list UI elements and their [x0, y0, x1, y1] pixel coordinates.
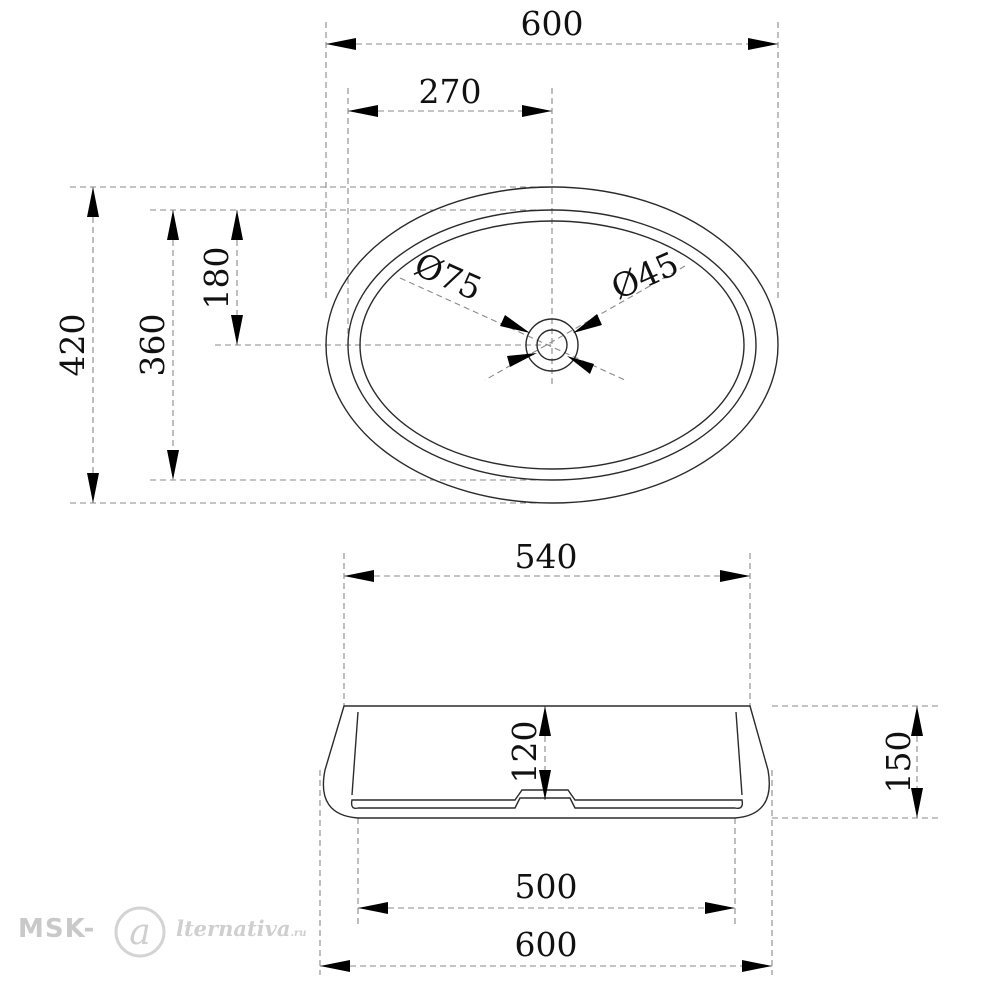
watermark-a-logo-icon: a	[114, 906, 166, 958]
arrow-diameter-75-left	[500, 315, 530, 333]
label-overall-height: 150	[879, 731, 918, 794]
arrow-180-bottom	[231, 315, 243, 345]
basin-side-profile	[322, 705, 770, 819]
arrow-270-left	[348, 105, 378, 117]
arrow-540-left	[344, 570, 374, 582]
basin-bottom-inner	[350, 789, 744, 810]
label-hole-offset: 270	[419, 72, 482, 111]
basin-bowl-edge	[359, 220, 745, 470]
side-view: 540 120 150 500 600	[319, 537, 940, 975]
arrow-600-left	[326, 38, 356, 50]
watermark-brand: lternativa	[176, 916, 291, 941]
arrow-diameter-75-right	[567, 356, 594, 374]
label-inner-height: 120	[505, 721, 544, 784]
top-view: 600 270 420 360 180 Ø75 Ø45	[53, 4, 779, 504]
watermark-suffix: .ru	[290, 928, 307, 939]
label-hole-outer-diameter: Ø75	[409, 245, 488, 309]
arrow-270-right	[522, 105, 552, 117]
basin-inner-wall-right	[735, 711, 743, 796]
arrow-500-right	[705, 902, 735, 914]
arrow-120-bottom	[539, 770, 551, 800]
arrow-diameter-45-left	[507, 353, 537, 367]
label-hole-inner-diameter: Ø45	[605, 244, 684, 308]
arrow-420-top	[87, 187, 99, 217]
drain-inner-circle	[536, 329, 568, 361]
arrow-360-top	[167, 210, 179, 240]
drain-outer-circle	[525, 318, 579, 372]
label-inner-depth: 360	[133, 314, 172, 377]
arrow-diameter-45-right	[573, 314, 602, 333]
label-top-inner-width: 540	[515, 537, 578, 576]
arrow-150-bottom	[911, 788, 923, 818]
label-base-width: 500	[515, 867, 578, 906]
arrow-150-top	[911, 706, 923, 736]
basin-inner-wall-left	[351, 711, 359, 796]
svg-text:a: a	[129, 912, 150, 953]
arrow-600-bottom-left	[320, 960, 350, 972]
watermark-text-left: MSK-	[18, 914, 96, 944]
basin-inner-rim	[347, 209, 757, 481]
label-hole-center-distance: 180	[197, 247, 236, 310]
arrow-600-bottom-right	[742, 960, 772, 972]
basin-outer-rim	[325, 186, 779, 504]
arrow-120-top	[539, 706, 551, 736]
arrow-540-right	[720, 570, 750, 582]
arrow-600-right	[748, 38, 778, 50]
arrow-180-top	[231, 210, 243, 240]
label-overall-width-top: 600	[521, 4, 584, 43]
arrow-420-bottom	[87, 473, 99, 503]
arrow-360-bottom	[167, 450, 179, 480]
watermark-text-right: lternativa.ru	[176, 916, 307, 941]
label-overall-depth: 420	[53, 314, 92, 377]
label-overall-width-bottom: 600	[515, 925, 578, 964]
arrow-500-left	[358, 902, 388, 914]
